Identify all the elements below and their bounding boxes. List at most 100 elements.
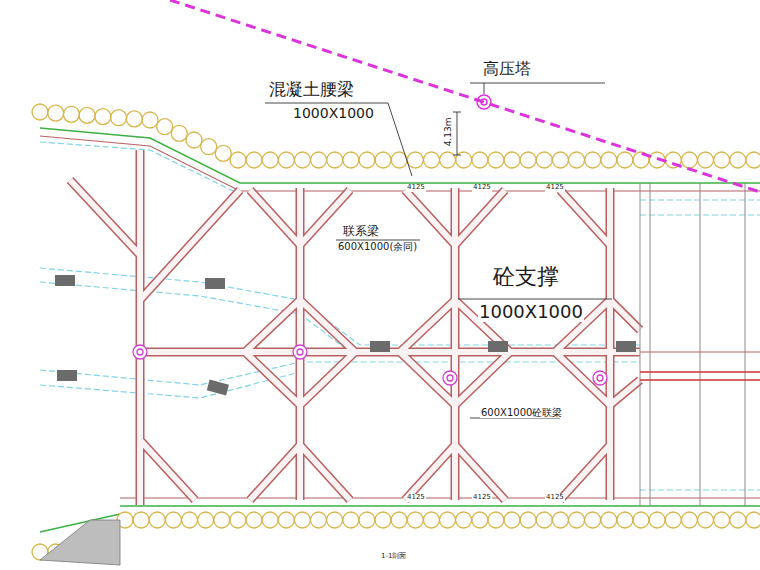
bored-pile (359, 152, 375, 168)
bored-pile (375, 512, 391, 528)
strut-line (640, 352, 760, 353)
dimension: 4125 (545, 494, 565, 502)
bored-pile (343, 512, 359, 528)
grey-blocks (55, 275, 636, 395)
concrete-struts (70, 150, 640, 505)
bored-pile (230, 152, 246, 168)
bored-pile (456, 512, 472, 528)
tower-symbol (477, 95, 491, 109)
bored-pile (617, 152, 633, 168)
bored-pile (201, 139, 217, 155)
bored-pile (504, 152, 520, 168)
column (597, 375, 603, 381)
bored-pile (126, 111, 142, 127)
bored-pile (214, 512, 230, 528)
red-line (640, 372, 760, 380)
dimension: 4125 (406, 184, 426, 192)
bored-pile (278, 512, 294, 528)
bored-pile (520, 512, 536, 528)
bored-pile (133, 512, 149, 528)
bored-pile (681, 152, 697, 168)
bored-pile (186, 132, 202, 148)
bored-pile (165, 512, 181, 528)
bored-pile (79, 107, 95, 123)
pile-row (32, 104, 760, 560)
beam-edge (120, 497, 760, 498)
cyan-dashed-lines (40, 142, 760, 490)
bored-pile (246, 152, 262, 168)
column (293, 345, 307, 359)
bored-pile (472, 512, 488, 528)
bored-pile (730, 152, 746, 168)
bored-pile (536, 152, 552, 168)
bored-pile (391, 512, 407, 528)
tie-beam-size: 600X1000(余同) (337, 241, 418, 252)
beam-label: 混凝土腰梁 (268, 80, 355, 99)
bored-pile (262, 512, 278, 528)
block (370, 341, 390, 352)
leaders (265, 83, 612, 418)
bored-pile (440, 512, 456, 528)
right-lines (640, 183, 760, 506)
block (488, 341, 508, 352)
bored-pile (746, 512, 760, 528)
column (297, 349, 303, 355)
strut-label: 砼支撑 (492, 265, 560, 289)
bored-pile (714, 152, 730, 168)
bored-pile (343, 152, 359, 168)
column (593, 371, 607, 385)
bored-pile (472, 152, 488, 168)
bored-pile (649, 512, 665, 528)
bored-pile (157, 119, 173, 135)
bored-pile (32, 104, 48, 120)
bored-pile (552, 512, 568, 528)
bored-pile (111, 110, 127, 126)
leader-line (265, 103, 412, 176)
tower (477, 95, 491, 109)
bored-pile (48, 105, 64, 121)
bored-pile (488, 512, 504, 528)
block (205, 278, 225, 289)
dimension: 4125 (545, 184, 565, 192)
tower (481, 99, 487, 105)
bored-pile (311, 152, 327, 168)
bored-pile (504, 512, 520, 528)
bored-pile (569, 152, 585, 168)
column (447, 375, 453, 381)
bored-pile (601, 152, 617, 168)
column (133, 345, 147, 359)
bored-pile (327, 152, 343, 168)
leader-line (458, 299, 612, 300)
bored-pile (440, 152, 456, 168)
block (55, 275, 75, 286)
bored-pile (617, 512, 633, 528)
strut-fill (70, 150, 640, 505)
bored-pile (665, 512, 681, 528)
bored-pile (182, 512, 198, 528)
ramp-hatch (40, 520, 120, 565)
block (57, 370, 77, 381)
bored-pile (198, 512, 214, 528)
tie-beam-label: 600X1000砼联梁 (480, 407, 563, 418)
bored-pile (633, 512, 649, 528)
leader-line (470, 83, 605, 94)
bored-pile (698, 512, 714, 528)
bored-pile (311, 512, 327, 528)
bored-pile (488, 152, 504, 168)
bored-pile (585, 152, 601, 168)
bored-pile (327, 512, 343, 528)
beam-edge (40, 506, 760, 532)
bored-pile (295, 152, 311, 168)
bored-pile (246, 512, 262, 528)
dimension: 4.13m (444, 117, 454, 148)
waist-beam (40, 128, 760, 532)
block (616, 341, 636, 352)
power-line (170, 0, 760, 192)
beam-edge (40, 128, 760, 183)
bored-pile (171, 125, 187, 141)
bored-pile (424, 152, 440, 168)
bored-pile (95, 109, 111, 125)
bored-pile (215, 145, 231, 161)
